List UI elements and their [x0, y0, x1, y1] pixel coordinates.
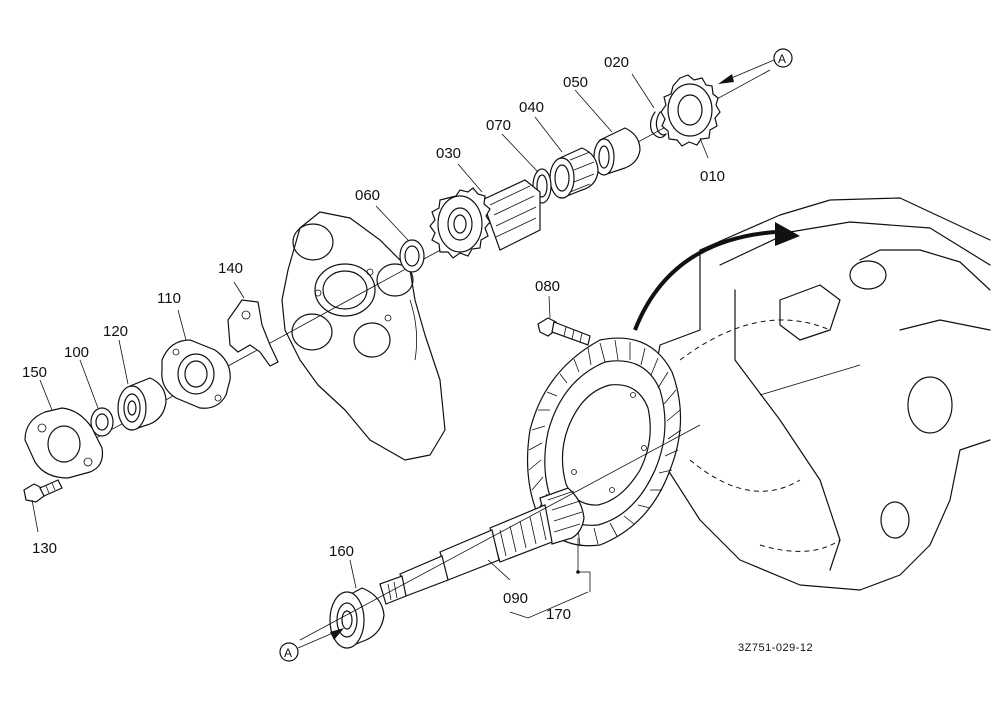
label-030: 030 [436, 145, 461, 162]
part-160-bearing [329, 587, 385, 649]
label-020: 020 [604, 54, 629, 71]
part-090-pinion-shaft [379, 487, 585, 605]
marker-a-bottom: A [279, 628, 344, 662]
figure-code: 3Z751-029-12 [738, 642, 813, 654]
label-010: 010 [700, 168, 725, 185]
part-140-bracket [227, 299, 279, 367]
part-020-snap-ring [649, 111, 667, 139]
label-070: 070 [486, 117, 511, 134]
part-010-gear [660, 74, 721, 147]
part-110-flange [161, 339, 231, 409]
housing-plate [281, 211, 446, 461]
svg-text:A: A [778, 52, 786, 66]
label-170: 170 [546, 606, 571, 623]
part-120-bearing [117, 377, 167, 431]
label-120: 120 [103, 323, 128, 340]
label-060: 060 [355, 187, 380, 204]
group-bracket-170 [509, 538, 591, 619]
part-100-seal [90, 407, 114, 437]
part-150-flange-plate [24, 407, 104, 479]
label-140: 140 [218, 260, 243, 277]
assembly-arrow [633, 222, 800, 331]
part-130-bolt [23, 479, 63, 503]
svg-text:A: A [284, 646, 292, 660]
label-160: 160 [329, 543, 354, 560]
label-090: 090 [503, 590, 528, 607]
axis-line-lower [299, 424, 701, 641]
part-050-collar [593, 127, 641, 176]
label-100: 100 [64, 344, 89, 361]
label-040: 040 [519, 99, 544, 116]
label-050: 050 [563, 74, 588, 91]
label-110: 110 [157, 290, 181, 307]
label-130: 130 [32, 540, 57, 557]
part-080-bolt [537, 317, 591, 346]
part-030-gear-shaft [429, 179, 541, 259]
part-labels: 010 020 030 040 050 060 070 080 090 100 … [22, 54, 725, 623]
part-040-needle-bearing [549, 147, 599, 199]
marker-a-top: A [718, 48, 793, 84]
part-060-bearing [399, 239, 425, 273]
leader-lines [31, 73, 709, 589]
transmission-case [649, 197, 991, 591]
label-080: 080 [535, 278, 560, 295]
label-150: 150 [22, 364, 47, 381]
